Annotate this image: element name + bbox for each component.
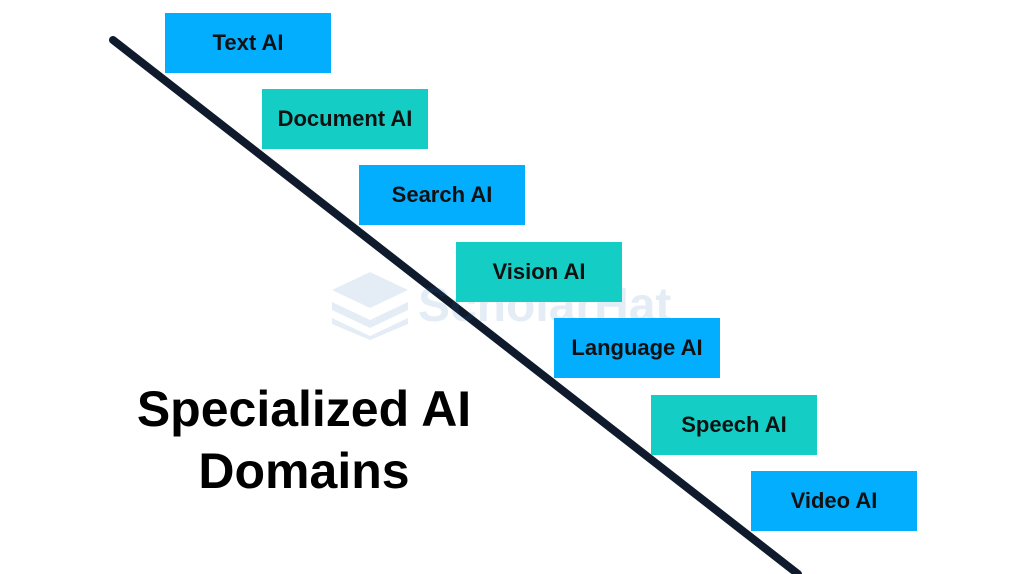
step-label: Speech AI bbox=[681, 412, 787, 437]
step-box-search-ai: Search AI bbox=[359, 165, 525, 225]
heading-line-2: Domains bbox=[198, 443, 410, 499]
diagram-heading: Specialized AI Domains bbox=[100, 378, 508, 502]
step-box-video-ai: Video AI bbox=[751, 471, 917, 531]
step-label: Language AI bbox=[571, 335, 703, 360]
step-label: Vision AI bbox=[492, 259, 586, 284]
step-box-text-ai: Text AI bbox=[165, 13, 331, 73]
step-label: Video AI bbox=[790, 488, 878, 513]
step-box-document-ai: Document AI bbox=[262, 89, 428, 149]
step-label: Document AI bbox=[277, 106, 413, 131]
heading-line-1: Specialized AI bbox=[136, 381, 472, 437]
step-label: Text AI bbox=[212, 30, 284, 55]
step-box-vision-ai: Vision AI bbox=[456, 242, 622, 302]
step-box-speech-ai: Speech AI bbox=[651, 395, 817, 455]
step-label: Search AI bbox=[391, 182, 493, 207]
step-box-language-ai: Language AI bbox=[554, 318, 720, 378]
layered-stack-icon bbox=[332, 272, 408, 340]
